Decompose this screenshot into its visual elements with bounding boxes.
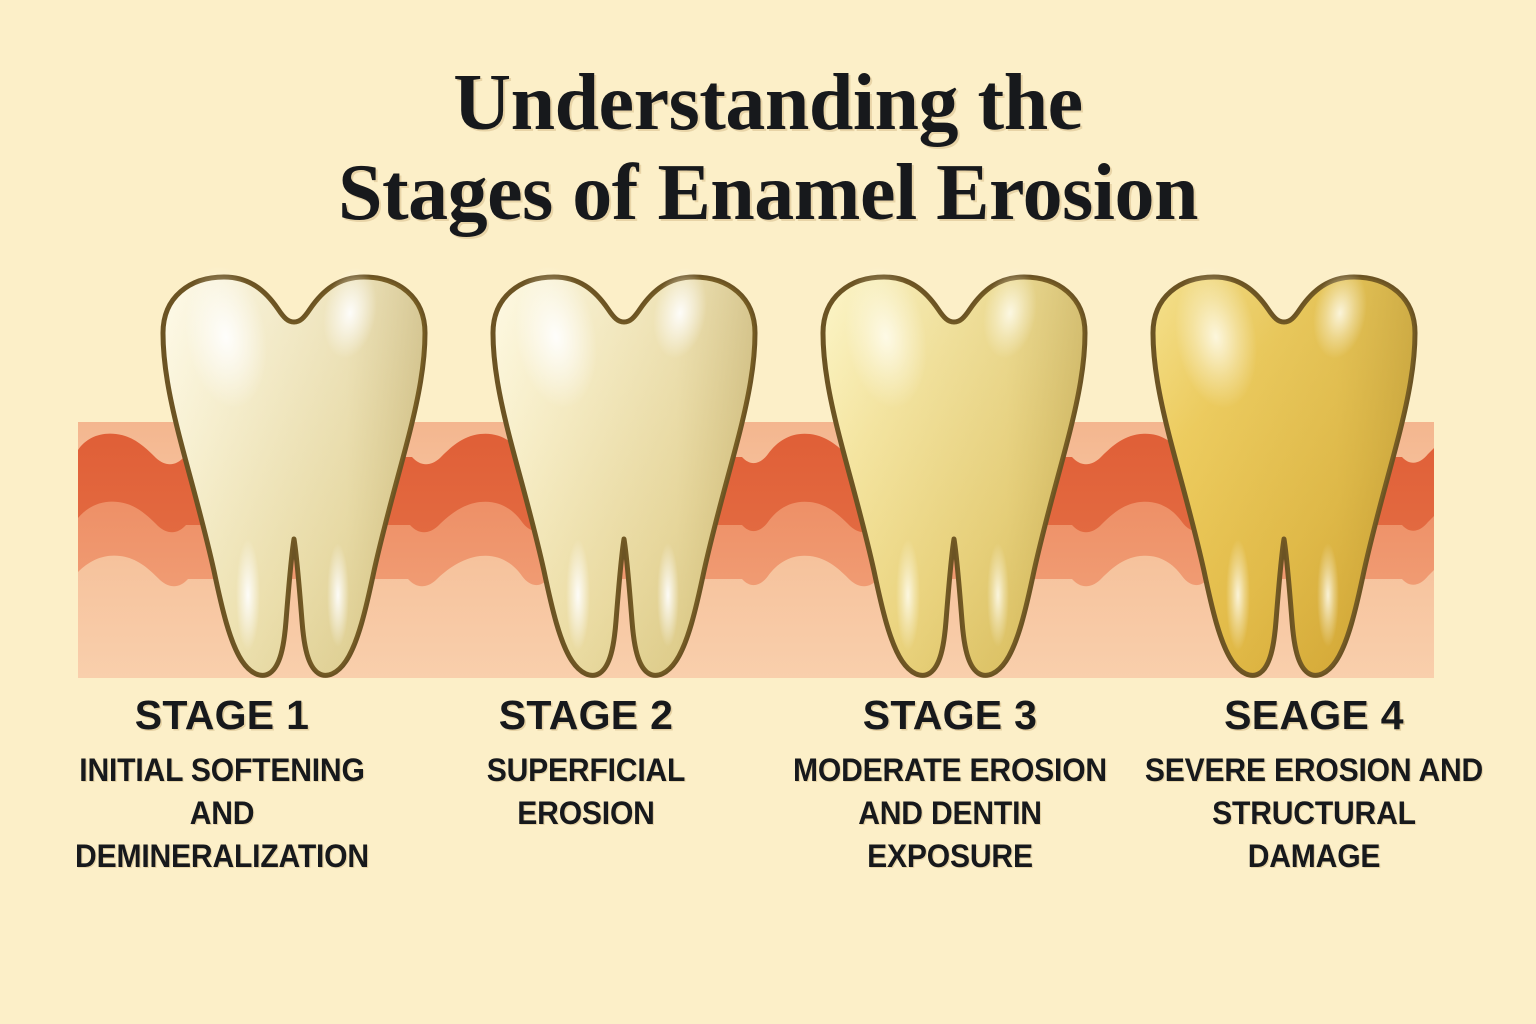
tooth-2-root-sheen-left — [566, 539, 590, 651]
gum-contour-bands — [78, 433, 1434, 678]
tooth-1-root-sheen-left — [236, 539, 260, 651]
stage-4-description: SEVERE EROSION AND STRUCTURAL DAMAGE — [1144, 752, 1484, 874]
stage-2-description: SUPERFICIAL EROSION — [486, 752, 686, 832]
tooth-4-root-sheen-right — [1317, 543, 1339, 647]
tooth-3-root-sheen-left — [896, 539, 920, 651]
tooth-3-highlight-right — [983, 267, 1037, 359]
stage-caption-3: STAGE 3 MODERATE EROSION AND DENTIN EXPO… — [768, 692, 1132, 878]
tooth-2-highlight-right — [653, 267, 707, 359]
tooth-3-root-sheen-right — [987, 543, 1009, 647]
tooth-2-highlight-left — [514, 265, 598, 409]
stage-caption-2: STAGE 2 SUPERFICIAL EROSION — [404, 692, 768, 878]
page-title: Understanding the Stages of Enamel Erosi… — [0, 58, 1536, 239]
tooth-stage-2 — [493, 265, 755, 675]
stage-caption-4: SEAGE 4 SEVERE EROSION AND STRUCTURAL DA… — [1132, 692, 1496, 878]
tooth-1-highlight-right — [323, 267, 377, 359]
stage-4-label: SEAGE 4 — [1224, 692, 1404, 738]
title-line-2: Stages of Enamel Erosion — [338, 149, 1198, 238]
title-line-1: Understanding the — [453, 59, 1083, 147]
tooth-stage-4 — [1153, 265, 1415, 675]
tooth-stage-3 — [823, 265, 1085, 675]
stage-1-label: STAGE 1 — [134, 692, 310, 738]
stage-caption-1: STAGE 1 INITIAL SOFTENING AND DEMINERALI… — [40, 692, 404, 878]
tooth-4-highlight-right — [1313, 267, 1367, 359]
tooth-1-highlight-left — [184, 265, 268, 409]
tooth-stage-1 — [163, 265, 425, 675]
tooth-3-highlight-left — [844, 265, 928, 409]
tooth-4-highlight-left — [1174, 265, 1258, 409]
stage-2-label: STAGE 2 — [498, 692, 674, 738]
stage-3-description: MODERATE EROSION AND DENTIN EXPOSURE — [793, 752, 1107, 874]
tooth-1-root-sheen-right — [327, 543, 349, 647]
teeth-gum-illustration — [78, 262, 1434, 678]
stage-3-label: STAGE 3 — [862, 692, 1038, 738]
tooth-2-root-sheen-right — [657, 543, 679, 647]
teeth-gum-svg — [78, 262, 1434, 678]
stage-caption-row: STAGE 1 INITIAL SOFTENING AND DEMINERALI… — [40, 692, 1496, 878]
gum-inner-band — [78, 555, 1434, 678]
tooth-4-root-sheen-left — [1226, 539, 1250, 651]
stage-1-description: INITIAL SOFTENING AND DEMINERALIZATION — [75, 752, 369, 874]
